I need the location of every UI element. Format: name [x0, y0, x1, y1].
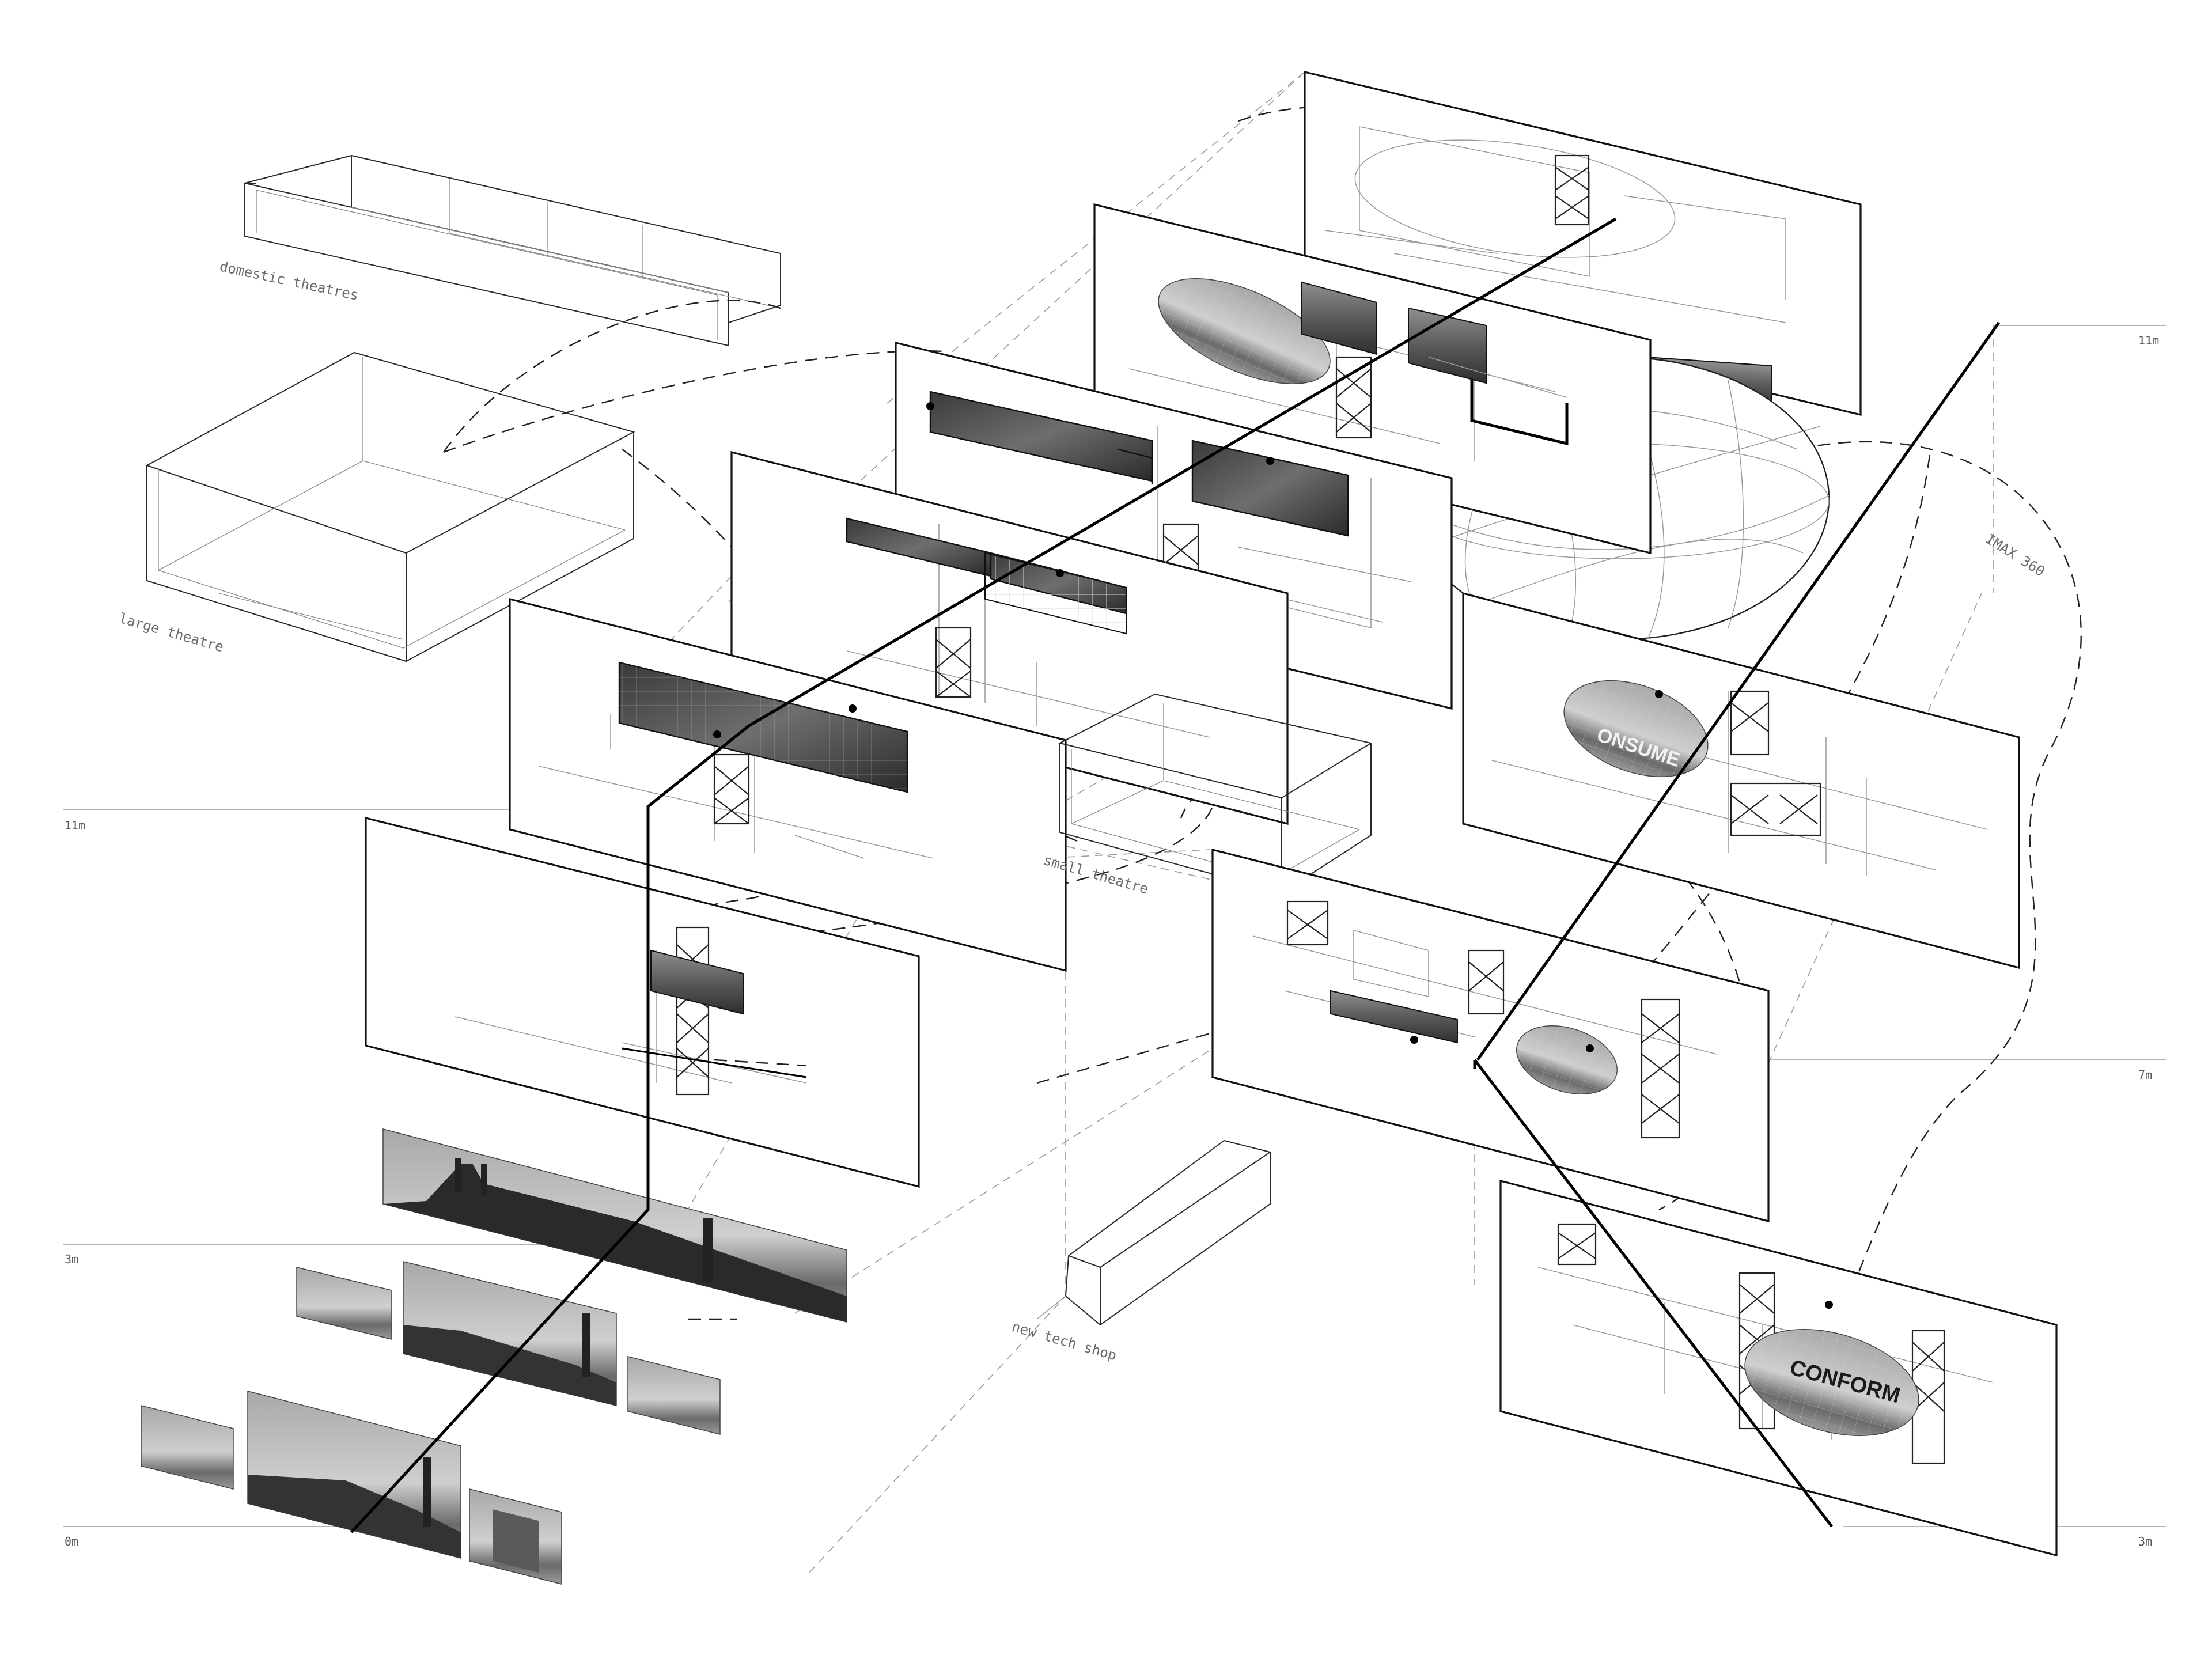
- label-domestic-theatres: domestic theatres: [218, 258, 360, 303]
- frame-mid-upper: [895, 341, 1453, 710]
- level-right-11m: 11m: [2138, 334, 2159, 347]
- label-new-tech-shop: new tech shop: [1010, 1319, 1118, 1364]
- level-axes: 11m 3m 0m 11m 7m 3m: [63, 325, 2166, 1548]
- domestic-theatres-block: [244, 155, 781, 347]
- frame-middle: [730, 450, 1289, 825]
- frame-lower-left: [365, 816, 920, 1188]
- level-right-7m: 7m: [2138, 1068, 2152, 1082]
- frame-right-middle: [1211, 848, 1770, 1223]
- new-tech-shop-block: [1036, 1139, 1271, 1326]
- large-theatre-block: [145, 351, 635, 662]
- site-photos: [141, 1128, 847, 1585]
- bold-sight-lines: [350, 217, 2001, 1533]
- label-imax-360: IMAX 360: [1983, 531, 2048, 579]
- level-left-3m: 3m: [65, 1252, 78, 1266]
- frame-upper: [1093, 203, 1652, 555]
- frame-mid-lower: [509, 597, 1067, 972]
- small-theatre-block: [1058, 693, 1373, 894]
- frame-right-lower: CONFORM: [1499, 1179, 2058, 1557]
- frame-right-upper: ONSUME: [1462, 592, 2020, 969]
- level-left-11m: 11m: [65, 819, 85, 832]
- label-large-theatre: large theatre: [117, 610, 225, 656]
- level-right-3m: 3m: [2138, 1535, 2152, 1548]
- level-left-0m: 0m: [65, 1535, 78, 1548]
